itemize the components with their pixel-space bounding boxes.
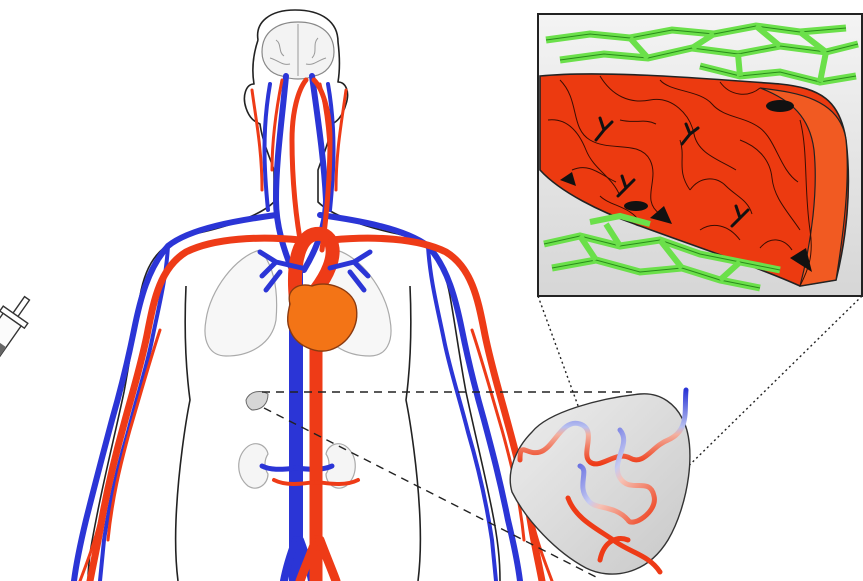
brain-icon: [262, 22, 334, 79]
nucleus: [624, 201, 648, 211]
nucleus: [766, 100, 794, 112]
organ-source: [246, 392, 268, 410]
microvessel-inset: [538, 14, 862, 296]
syringe-icon: [0, 290, 39, 412]
